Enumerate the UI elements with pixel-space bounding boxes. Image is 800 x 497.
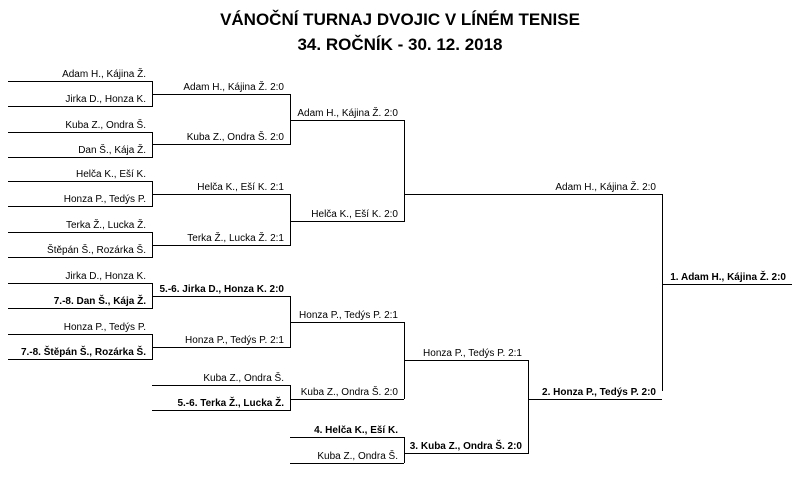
- team-label: Adam H., Kájina Ž.: [62, 69, 146, 80]
- bracket-line: [290, 194, 291, 246]
- cons-lower-r2-slot: Kuba Z., Ondra Š. 2:0: [290, 383, 404, 400]
- team-label: 2. Honza P., Tedýs P. 2:0: [542, 387, 656, 398]
- team-label: 3. Kuba Z., Ondra Š. 2:0: [409, 441, 522, 452]
- team-label: Honza P., Tedýs P. 2:1: [299, 310, 398, 321]
- page-title: VÁNOČNÍ TURNAJ DVOJIC V LÍNÉM TENISE: [220, 10, 580, 29]
- cons-r3-slot: Honza P., Tedýs P. 2:1: [290, 306, 404, 323]
- cons-lower-slot: Kuba Z., Ondra Š.: [152, 369, 290, 386]
- bracket-line: [290, 94, 291, 145]
- winner-slot: 1. Adam H., Kájina Ž. 2:0: [662, 268, 792, 285]
- team-label: 5.-6. Jirka D., Honza K. 2:0: [159, 284, 285, 295]
- cons-r1-slot: 7.-8. Dan Š., Kája Ž.: [8, 292, 152, 309]
- main-r2-slot: Terka Ž., Lucka Ž. 2:1: [152, 229, 290, 246]
- team-label: Kuba Z., Ondra Š. 2:0: [186, 132, 284, 143]
- main-r1-slot: Kuba Z., Ondra Š.: [8, 116, 152, 133]
- team-label: Honza P., Tedýs P. 2:1: [423, 348, 522, 359]
- cons-r2-slot: 5.-6. Jirka D., Honza K. 2:0: [152, 280, 290, 297]
- team-label: Helča K., Eší K. 2:0: [311, 209, 398, 220]
- team-label: Štěpán Š., Rozárka Š.: [47, 245, 146, 256]
- team-label: 7.-8. Dan Š., Kája Ž.: [53, 296, 146, 307]
- team-label: Adam H., Kájina Ž. 2:0: [183, 82, 284, 93]
- team-label: 4. Helča K., Eší K.: [314, 425, 398, 436]
- team-label: Kuba Z., Ondra Š.: [317, 451, 398, 462]
- main-r3-slot: Adam H., Kájina Ž. 2:0: [290, 104, 404, 121]
- bracket-line: [152, 132, 153, 158]
- main-r1-slot: Honza P., Tedýs P.: [8, 190, 152, 207]
- cons-lower-slot: 5.-6. Terka Ž., Lucka Ž.: [152, 394, 290, 411]
- main-r2-slot: Kuba Z., Ondra Š. 2:0: [152, 128, 290, 145]
- team-label: Helča K., Eší K. 2:1: [197, 182, 284, 193]
- page-subtitle: 34. ROČNÍK - 30. 12. 2018: [297, 35, 503, 54]
- team-label: Kuba Z., Ondra Š. 2:0: [300, 387, 398, 398]
- cons-r1-slot: 7.-8. Štěpán Š., Rozárka Š.: [8, 343, 152, 360]
- team-label: Kuba Z., Ondra Š.: [65, 120, 146, 131]
- main-r2-slot: Adam H., Kájina Ž. 2:0: [152, 78, 290, 95]
- winner-label: 1. Adam H., Kájina Ž. 2:0: [670, 272, 786, 283]
- team-label: Terka Ž., Lucka Ž. 2:1: [187, 233, 284, 244]
- main-r1-slot: Jirka D., Honza K.: [8, 90, 152, 107]
- bracket-line: [662, 194, 663, 391]
- team-label: Adam H., Kájina Ž. 2:0: [297, 108, 398, 119]
- team-label: Dan Š., Kája Ž.: [78, 145, 146, 156]
- bracket-line: [404, 437, 405, 463]
- bracket-line: [290, 385, 291, 411]
- team-label: Jirka D., Honza K.: [65, 271, 146, 282]
- team-label: Adam H., Kájina Ž. 2:0: [555, 182, 656, 193]
- main-r1-slot: Dan Š., Kája Ž.: [8, 141, 152, 158]
- team-label: Honza P., Tedýs P.: [63, 322, 146, 333]
- main-r1-slot: Štěpán Š., Rozárka Š.: [8, 241, 152, 258]
- main-final-slot: Adam H., Kájina Ž. 2:0: [404, 178, 662, 195]
- team-label: 7.-8. Štěpán Š., Rozárka Š.: [20, 347, 146, 358]
- bronze-slot: Kuba Z., Ondra Š.: [290, 447, 404, 464]
- main-r3-slot: Helča K., Eší K. 2:0: [290, 205, 404, 222]
- team-label: 5.-6. Terka Ž., Lucka Ž.: [177, 398, 284, 409]
- cons-r1-slot: Jirka D., Honza K.: [8, 267, 152, 284]
- cons-r1-slot: Honza P., Tedýs P.: [8, 318, 152, 335]
- team-label: Jirka D., Honza K.: [65, 94, 146, 105]
- main-r1-slot: Helča K., Eší K.: [8, 165, 152, 182]
- team-label: Helča K., Eší K.: [75, 169, 146, 180]
- main-r1-slot: Adam H., Kájina Ž.: [8, 65, 152, 82]
- cons-r4-slot: Honza P., Tedýs P. 2:1: [404, 344, 528, 361]
- main-r2-slot: Helča K., Eší K. 2:1: [152, 178, 290, 195]
- bracket-line: [528, 360, 529, 454]
- team-label: Kuba Z., Ondra Š.: [203, 373, 284, 384]
- team-label: Honza P., Tedýs P. 2:1: [185, 335, 284, 346]
- team-label: Honza P., Tedýs P.: [63, 194, 146, 205]
- main-r1-slot: Terka Ž., Lucka Ž.: [8, 216, 152, 233]
- bracket-line: [404, 120, 405, 222]
- bronze-slot: 4. Helča K., Eší K.: [290, 421, 404, 438]
- team-label: Terka Ž., Lucka Ž.: [65, 220, 146, 231]
- bronze-result-slot: 3. Kuba Z., Ondra Š. 2:0: [404, 437, 528, 454]
- cons-r2-slot: Honza P., Tedýs P. 2:1: [152, 331, 290, 348]
- second-place-slot: 2. Honza P., Tedýs P. 2:0: [528, 383, 662, 400]
